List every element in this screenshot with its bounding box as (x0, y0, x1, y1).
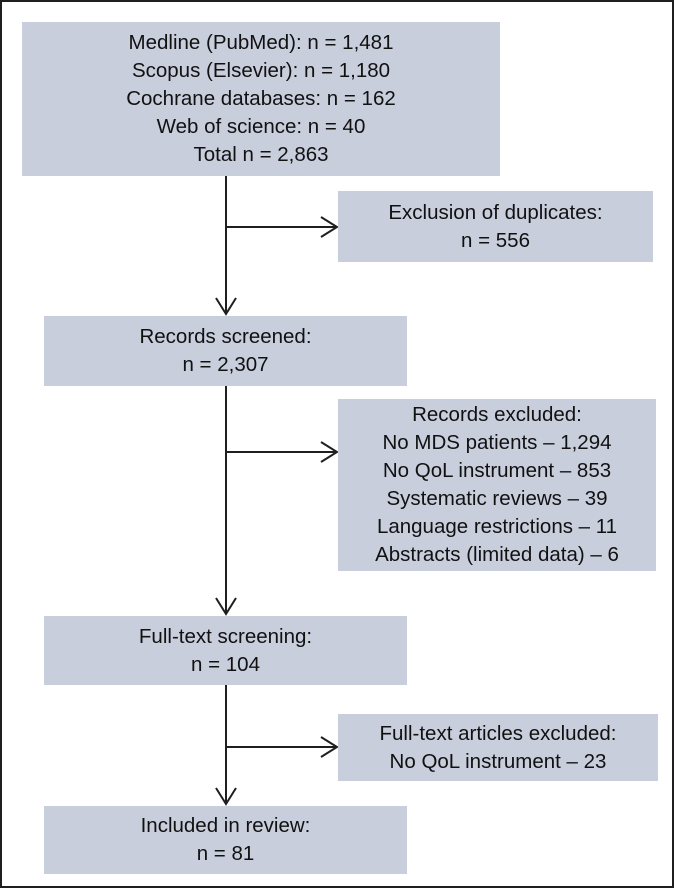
records-excluded-heading: Records excluded: (412, 403, 582, 426)
records-excluded-reason: Systematic reviews – 39 (386, 487, 608, 510)
included-box: Included in review: n = 81 (44, 806, 407, 874)
records-excluded-reason: Language restrictions – 11 (376, 515, 618, 538)
screened-label: Records screened: (139, 325, 312, 348)
branch-arrow-2-head (320, 441, 339, 463)
fulltext-excluded-reason: No QoL instrument – 23 (389, 749, 607, 773)
duplicates-count: n = 556 (461, 228, 530, 252)
records-excluded-reason: No MDS patients – 1,294 (382, 431, 612, 454)
fulltext-screening-box: Full-text screening: n = 104 (44, 616, 407, 685)
identification-line: Web of science: n = 40 (156, 115, 366, 138)
identification-line: Cochrane databases: n = 162 (126, 87, 396, 110)
fulltext-screening-label: Full-text screening: (138, 624, 313, 648)
identification-line: Total n = 2,863 (193, 143, 329, 166)
records-excluded-reason: No QoL instrument – 853 (382, 459, 612, 482)
fulltext-excluded-heading: Full-text articles excluded: (379, 721, 617, 745)
identification-line: Medline (PubMed): n = 1,481 (128, 31, 394, 54)
main-arrow-2-head (215, 597, 237, 616)
records-excluded-box: Records excluded: No MDS patients – 1,29… (338, 399, 656, 571)
branch-arrow-3-head (320, 736, 339, 758)
fulltext-excluded-box: Full-text articles excluded: No QoL inst… (338, 714, 658, 781)
fulltext-screening-count: n = 104 (191, 652, 260, 676)
branch-arrow-1-head (320, 216, 339, 238)
screened-count: n = 2,307 (182, 353, 269, 376)
included-count: n = 81 (196, 842, 255, 865)
screened-box: Records screened: n = 2,307 (44, 316, 407, 386)
duplicates-label: Exclusion of duplicates: (388, 200, 603, 224)
main-arrow-1-head (215, 297, 237, 316)
included-label: Included in review: (140, 814, 311, 837)
main-arrow-3-head (215, 787, 237, 806)
duplicates-box: Exclusion of duplicates: n = 556 (338, 191, 653, 262)
identification-box: Medline (PubMed): n = 1,481 Scopus (Else… (22, 22, 500, 176)
identification-line: Scopus (Elsevier): n = 1,180 (131, 59, 391, 82)
records-excluded-reason: Abstracts (limited data) – 6 (375, 543, 619, 566)
